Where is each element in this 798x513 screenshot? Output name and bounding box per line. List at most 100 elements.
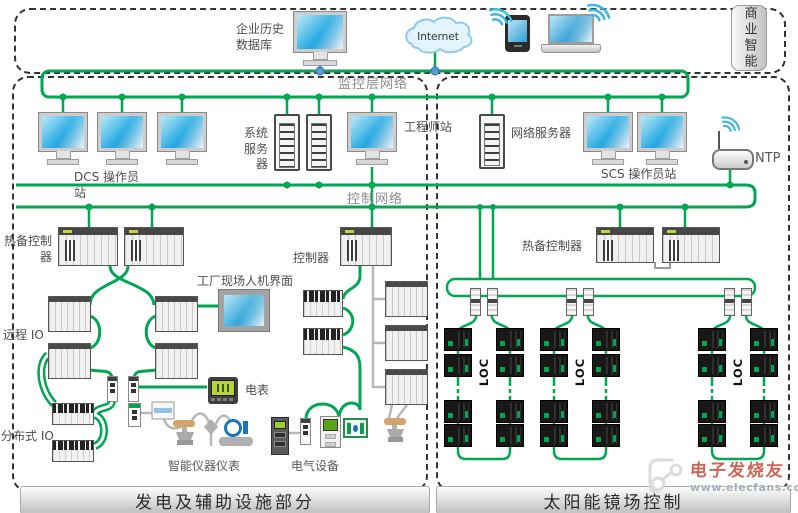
watermark-site: www.elecfans.com xyxy=(690,481,798,494)
hot-standby-right-label: 热备控制器 xyxy=(522,239,583,253)
right-section-banner: 太阳能镜场控制 xyxy=(436,486,791,513)
io-strip-rack-2 xyxy=(303,328,343,355)
loc-label-2: LOC xyxy=(573,357,587,387)
io-rack-right-3 xyxy=(385,369,428,405)
smartphone-icon xyxy=(505,15,530,52)
left-section-banner: 发电及辅助设施部分 xyxy=(20,486,430,513)
io-terminal-2 xyxy=(128,376,139,402)
loc-label-1: LOC xyxy=(477,357,491,387)
distributed-io-rack-2 xyxy=(52,440,94,462)
remote-io-label: 远程 IO xyxy=(3,328,44,342)
hot-standby-right-rack-1 xyxy=(596,227,654,263)
heliostat-controller-icon xyxy=(496,400,524,423)
instruments-label: 智能仪器仪表 xyxy=(168,459,241,473)
io-terminal-1 xyxy=(107,376,118,402)
heliostat-controller-icon xyxy=(496,354,524,377)
system-server-label: 系统服务器 xyxy=(243,126,268,172)
remote-io-rack-4 xyxy=(155,343,198,379)
dcs-monitor-3 xyxy=(157,112,207,165)
right-banner-label: 太阳能镜场控制 xyxy=(543,492,684,513)
ntp-router-icon xyxy=(712,149,754,170)
hot-standby-right-rack-2 xyxy=(662,227,720,263)
hot-standby-left-label: 热备控制器 xyxy=(3,234,52,264)
protection-relay-icon xyxy=(271,417,289,455)
distributed-io-rack-1 xyxy=(52,403,94,425)
heliostat-controller-icon xyxy=(592,400,620,423)
meter-label: 电表 xyxy=(245,383,270,397)
breaker-device-icon xyxy=(320,416,341,448)
wifi-icon-phone xyxy=(488,8,513,26)
io-rack-right-2 xyxy=(385,325,428,361)
heliostat-controller-icon xyxy=(496,328,524,351)
solar-bus-bridge-6 xyxy=(741,288,752,316)
heliostat-controller-icon xyxy=(540,328,568,351)
electrical-label: 电气设备 xyxy=(291,459,340,473)
distributed-io-label: 分布式 IO xyxy=(1,429,54,443)
dcs-monitor-2 xyxy=(97,112,147,165)
solar-bus-bridge-4 xyxy=(583,288,594,316)
controller-label: 控制器 xyxy=(293,251,330,265)
solar-bus-bridge-1 xyxy=(470,288,481,316)
hmi-label: 工厂现场人机界面 xyxy=(197,274,294,288)
heliostat-controller-icon xyxy=(444,400,472,423)
heliostat-controller-icon xyxy=(540,354,568,377)
bi-label: 商业智能 xyxy=(741,6,757,70)
heliostat-controller-icon xyxy=(444,424,472,447)
scs-monitor-2 xyxy=(637,112,687,165)
remote-io-rack-3 xyxy=(48,343,91,379)
solar-bus-bridge-5 xyxy=(724,288,735,316)
elecfans-logo-icon xyxy=(648,458,683,494)
heliostat-controller-icon xyxy=(750,354,778,377)
engineer-monitor xyxy=(347,112,397,165)
heliostat-controller-icon xyxy=(750,424,778,447)
io-rack-right-1 xyxy=(385,281,428,317)
io-terminal-4 xyxy=(300,418,311,445)
ntp-label: NTP xyxy=(755,151,781,166)
heliostat-controller-icon xyxy=(698,328,726,351)
heliostat-controller-icon xyxy=(540,424,568,447)
watermark-brand: 电子发烧友 xyxy=(689,461,786,481)
engineer-station-label: 工程师站 xyxy=(404,120,453,134)
power-meter-icon xyxy=(208,377,238,404)
left-banner-label: 发电及辅助设施部分 xyxy=(135,492,315,513)
hot-standby-left-rack-2 xyxy=(124,227,184,266)
heliostat-controller-icon xyxy=(750,328,778,351)
remote-io-rack-2 xyxy=(155,296,198,332)
wifi-icon-ntp xyxy=(721,116,741,132)
history-db-monitor xyxy=(293,11,347,66)
heliostat-controller-icon xyxy=(698,354,726,377)
heliostat-controller-icon xyxy=(592,328,620,351)
io-strip-rack-1 xyxy=(303,290,343,317)
heliostat-controller-icon xyxy=(540,400,568,423)
electrical-module-icon xyxy=(343,418,368,438)
elecfans-watermark: 电子发烧友 www.elecfans.com xyxy=(646,452,798,498)
heliostat-controller-icon xyxy=(444,354,472,377)
heliostat-controller-icon xyxy=(444,328,472,351)
laptop-icon xyxy=(541,14,601,53)
remote-io-rack-1 xyxy=(48,296,91,332)
heliostat-controller-icon xyxy=(496,424,524,447)
heliostat-controller-icon xyxy=(750,400,778,423)
dcs-monitor-1 xyxy=(38,112,88,165)
controller-rack xyxy=(340,227,392,266)
network-server-label: 网络服务器 xyxy=(511,126,572,140)
solar-bus-bridge-3 xyxy=(566,288,577,316)
io-terminal-3 xyxy=(128,403,141,427)
network-server-tower xyxy=(479,114,505,169)
scs-operator-label: SCS 操作员站 xyxy=(601,167,677,181)
system-server-tower-2 xyxy=(306,114,332,171)
control-network-label: 控制网络 xyxy=(347,192,404,207)
solar-bus-bridge-2 xyxy=(487,288,498,316)
wifi-icon-laptop xyxy=(586,3,611,22)
scs-monitor-1 xyxy=(583,112,633,165)
supervisory-network-label: 监控层网络 xyxy=(338,77,409,92)
heliostat-controller-icon xyxy=(592,354,620,377)
business-intelligence-tag: 商业智能 xyxy=(731,5,767,71)
hot-standby-left-rack-1 xyxy=(58,227,118,266)
loc-label-3: LOC xyxy=(731,357,745,387)
hmi-panel-icon xyxy=(218,289,270,332)
history-db-label: 企业历史数据库 xyxy=(236,22,285,52)
heliostat-controller-icon xyxy=(698,424,726,447)
heliostat-controller-icon xyxy=(592,424,620,447)
heliostat-controller-icon xyxy=(698,400,726,423)
